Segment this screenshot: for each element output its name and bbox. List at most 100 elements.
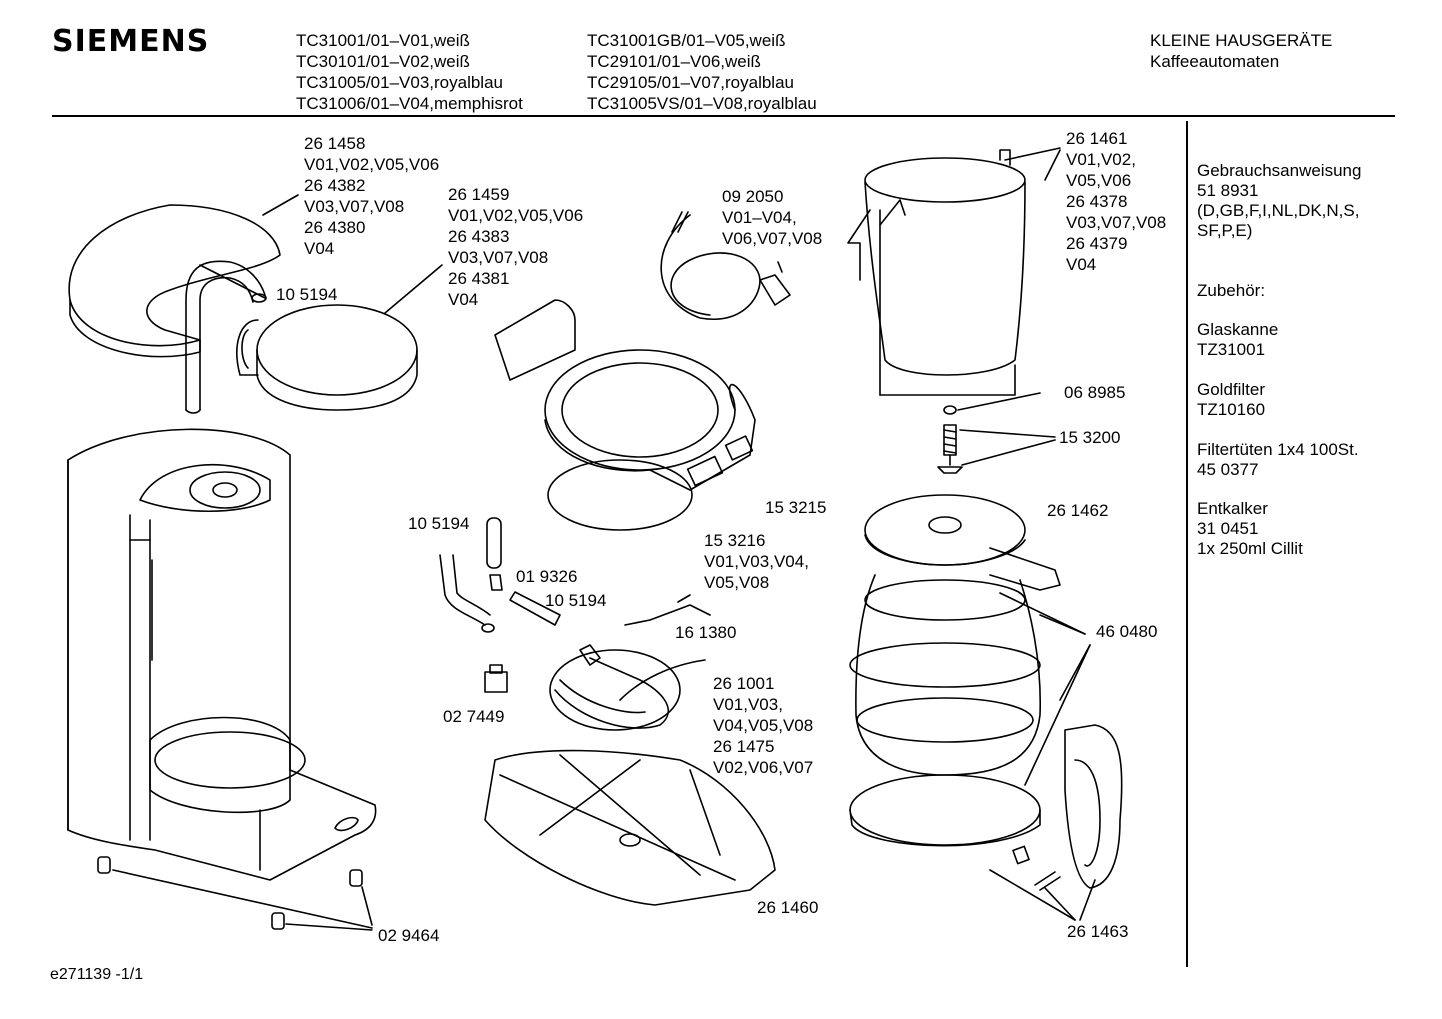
variant-list: V03,V07,V08 [448, 248, 549, 267]
brand-logo: SIEMENS [52, 24, 210, 59]
accessory-detail: 1x 250ml Cillit [1197, 539, 1303, 558]
callout-261462: 26 1462 [1047, 501, 1109, 520]
accessories-title: Zubehör: [1197, 281, 1266, 300]
part-number: 26 1458 [304, 134, 366, 153]
variant-list: V01,V02, [1066, 150, 1136, 169]
leader-lines [199, 147, 1091, 786]
accessory-name: Entkalker [1197, 499, 1268, 518]
accessory-number: 45 0377 [1197, 460, 1259, 479]
foot-part [97, 856, 373, 931]
callout-261463: 26 1463 [1067, 922, 1129, 941]
part-number: 26 4378 [1066, 192, 1128, 211]
callout-068985: 06 8985 [1064, 383, 1126, 402]
tube-part [185, 260, 267, 414]
filter-basket-part [847, 149, 1026, 396]
accessory-number: TZ10160 [1197, 400, 1266, 419]
variant-list: V01,V03, [713, 695, 783, 714]
sidebar-divider [1186, 121, 1188, 967]
model-list-2: TC31001GB/01–V05,weiß TC29101/01–V06,wei… [587, 30, 817, 114]
callout-019326: 01 9326 [516, 567, 578, 586]
callout-261001: 26 1001 V01,V03, V04,V05,V08 26 1475 V02… [713, 673, 813, 778]
callout-153216: 15 3216 V01,V03,V04, V05,V08 [704, 530, 809, 593]
accessory-number: 31 0451 [1197, 519, 1259, 538]
variant-list: V03,V07,V08 [304, 197, 405, 216]
callout-092050: 09 2050 V01–V04, V06,V07,V08 [722, 186, 822, 249]
valve-part [937, 392, 1056, 474]
accessory-carafe: Glaskanne TZ31001 [1197, 320, 1278, 360]
callout-029464: 02 9464 [378, 926, 440, 945]
variant-list: V04 [304, 239, 335, 258]
glass-carafe-part [849, 574, 1042, 776]
callout-261460: 26 1460 [757, 898, 819, 917]
manual-number: 51 8931 [1197, 181, 1259, 200]
variant-list: V01–V04, [722, 208, 797, 227]
part-number: 09 2050 [722, 187, 784, 206]
part-number: 26 1001 [713, 674, 775, 693]
model-line: TC29105/01–V07,royalblau [587, 73, 794, 92]
variant-list: V02,V06,V07 [713, 758, 814, 777]
heating-element-part [549, 644, 706, 731]
part-number: 15 3216 [704, 531, 766, 550]
tube-fittings-part [439, 517, 711, 633]
category-block: KLEINE HAUSGERÄTE Kaffeeautomaten [1150, 30, 1332, 72]
accessory-name: Goldfilter [1197, 380, 1266, 399]
accessory-filterpaper: Filtertüten 1x4 100St. 45 0377 [1197, 440, 1359, 480]
base-plate-part [484, 749, 776, 906]
model-line: TC30101/01–V02,weiß [296, 52, 470, 71]
filter-ring-part [494, 299, 756, 531]
manual-languages: SF,P,E) [1197, 221, 1253, 240]
callout-261458: 26 1458 V01,V02,V05,V06 26 4382 V03,V07,… [304, 133, 439, 259]
variant-list: V05,V08 [704, 573, 770, 592]
callout-027449: 02 7449 [443, 707, 505, 726]
variant-list: V04 [448, 290, 479, 309]
variant-list: V03,V07,V08 [1066, 213, 1167, 232]
part-number: 26 1459 [448, 185, 510, 204]
subcategory: Kaffeeautomaten [1150, 52, 1280, 71]
variant-list: V01,V03,V04, [704, 552, 809, 571]
part-number: 26 4383 [448, 227, 510, 246]
housing-part [67, 428, 377, 881]
accessory-goldfilter: Goldfilter TZ10160 [1197, 380, 1265, 420]
model-line: TC29101/01–V06,weiß [587, 52, 761, 71]
callout-161380: 16 1380 [675, 623, 737, 642]
model-line: TC31005/01–V03,royalblau [296, 73, 503, 92]
header-divider [52, 115, 1395, 117]
callout-153200: 15 3200 [1059, 428, 1121, 447]
switch-part [484, 664, 508, 693]
model-line: TC31001GB/01–V05,weiß [587, 31, 786, 50]
manual-languages: (D,GB,F,I,NL,DK,N,S, [1197, 201, 1360, 220]
manual-block: Gebrauchsanweisung 51 8931 (D,GB,F,I,NL,… [1197, 161, 1361, 241]
part-number: 26 1475 [713, 737, 775, 756]
part-number: 26 4381 [448, 269, 510, 288]
callout-105194-mid: 10 5194 [408, 514, 470, 533]
drawing-id: e271139 -1/1 [50, 966, 144, 983]
variant-list: V06,V07,V08 [722, 229, 823, 248]
variant-list: V04 [1066, 255, 1097, 274]
model-list-1: TC31001/01–V01,weiß TC30101/01–V02,weiß … [296, 30, 523, 114]
manual-title: Gebrauchsanweisung [1197, 161, 1362, 180]
shower-disc-part [236, 304, 418, 411]
callout-261461: 26 1461 V01,V02, V05,V06 26 4378 V03,V07… [1066, 128, 1166, 275]
callout-460480: 46 0480 [1096, 622, 1158, 641]
callout-153215: 15 3215 [765, 498, 827, 517]
variant-list: V05,V06 [1066, 171, 1132, 190]
callout-261459: 26 1459 V01,V02,V05,V06 26 4383 V03,V07,… [448, 184, 583, 310]
accessory-descaler: Entkalker 31 0451 1x 250ml Cillit [1197, 499, 1303, 559]
accessory-number: TZ31001 [1197, 340, 1266, 359]
part-number: 26 1461 [1066, 129, 1128, 148]
accessory-name: Glaskanne [1197, 320, 1279, 339]
callout-105194-low: 10 5194 [545, 591, 607, 610]
model-line: TC31001/01–V01,weiß [296, 31, 470, 50]
callout-105194-top: 10 5194 [276, 285, 338, 304]
power-cord-part [660, 211, 791, 320]
part-number: 26 4382 [304, 176, 366, 195]
lid-part [68, 204, 281, 358]
exploded-view-drawing [67, 147, 1123, 931]
part-number: 26 4380 [304, 218, 366, 237]
variant-list: V01,V02,V05,V06 [448, 206, 584, 225]
accessory-name: Filtertüten 1x4 100St. [1197, 440, 1359, 459]
model-line: TC31006/01–V04,memphisrot [296, 94, 523, 113]
model-line: TC31005VS/01–V08,royalblau [587, 94, 817, 113]
part-number: 26 4379 [1066, 234, 1128, 253]
carafe-lid-part [864, 494, 1061, 591]
